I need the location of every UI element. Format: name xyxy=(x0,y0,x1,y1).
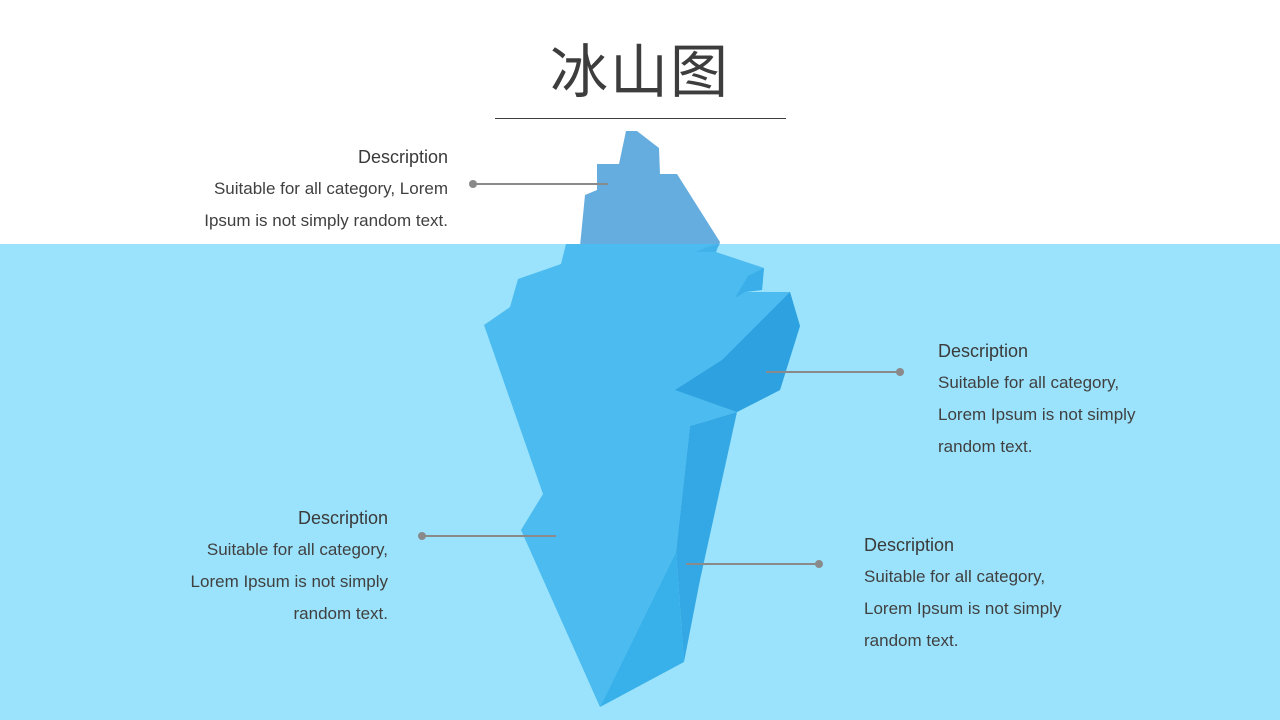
iceberg-right-facet xyxy=(675,292,800,412)
connector-1-dot xyxy=(469,180,477,188)
iceberg-bottom-facet xyxy=(600,552,684,707)
description-block-2: Description Suitable for all category, L… xyxy=(938,336,1168,463)
connector-4-dot xyxy=(815,560,823,568)
description-line: Lorem Ipsum is not simply xyxy=(190,572,388,591)
description-line: Lorem Ipsum is not simply xyxy=(938,405,1136,424)
description-line: Suitable for all category, xyxy=(938,373,1120,392)
connector-2-dot xyxy=(896,368,904,376)
description-line: Lorem Ipsum is not simply xyxy=(864,599,1062,618)
connector-1 xyxy=(469,180,608,188)
description-heading: Description xyxy=(864,535,955,555)
description-heading: Description xyxy=(938,341,1029,361)
description-heading: Description xyxy=(297,508,388,528)
description-line: Suitable for all category, xyxy=(864,567,1046,586)
page-title: 冰山图 xyxy=(549,38,730,106)
description-line: Suitable for all category, xyxy=(206,540,388,559)
description-block-4: Description Suitable for all category, L… xyxy=(864,530,1094,657)
iceberg-top-facet xyxy=(695,244,719,252)
description-line: Ipsum is not simply random text. xyxy=(204,211,448,230)
title-underline xyxy=(495,118,786,119)
description-heading: Description xyxy=(357,147,448,167)
description-line: random text. xyxy=(938,437,1033,456)
description-line: random text. xyxy=(293,604,389,623)
description-block-3: Description Suitable for all category, L… xyxy=(150,503,388,630)
connector-3 xyxy=(418,532,556,540)
connector-3-dot xyxy=(418,532,426,540)
iceberg-tip xyxy=(580,131,720,246)
description-block-1: Description Suitable for all category, L… xyxy=(150,142,448,237)
iceberg-notch-facet xyxy=(735,268,764,298)
iceberg-body xyxy=(484,244,800,707)
connector-4 xyxy=(686,560,823,568)
connector-2 xyxy=(766,368,904,376)
iceberg-lower-facet xyxy=(676,412,737,662)
description-line: random text. xyxy=(864,631,959,650)
description-line: Suitable for all category, Lorem xyxy=(213,179,448,198)
